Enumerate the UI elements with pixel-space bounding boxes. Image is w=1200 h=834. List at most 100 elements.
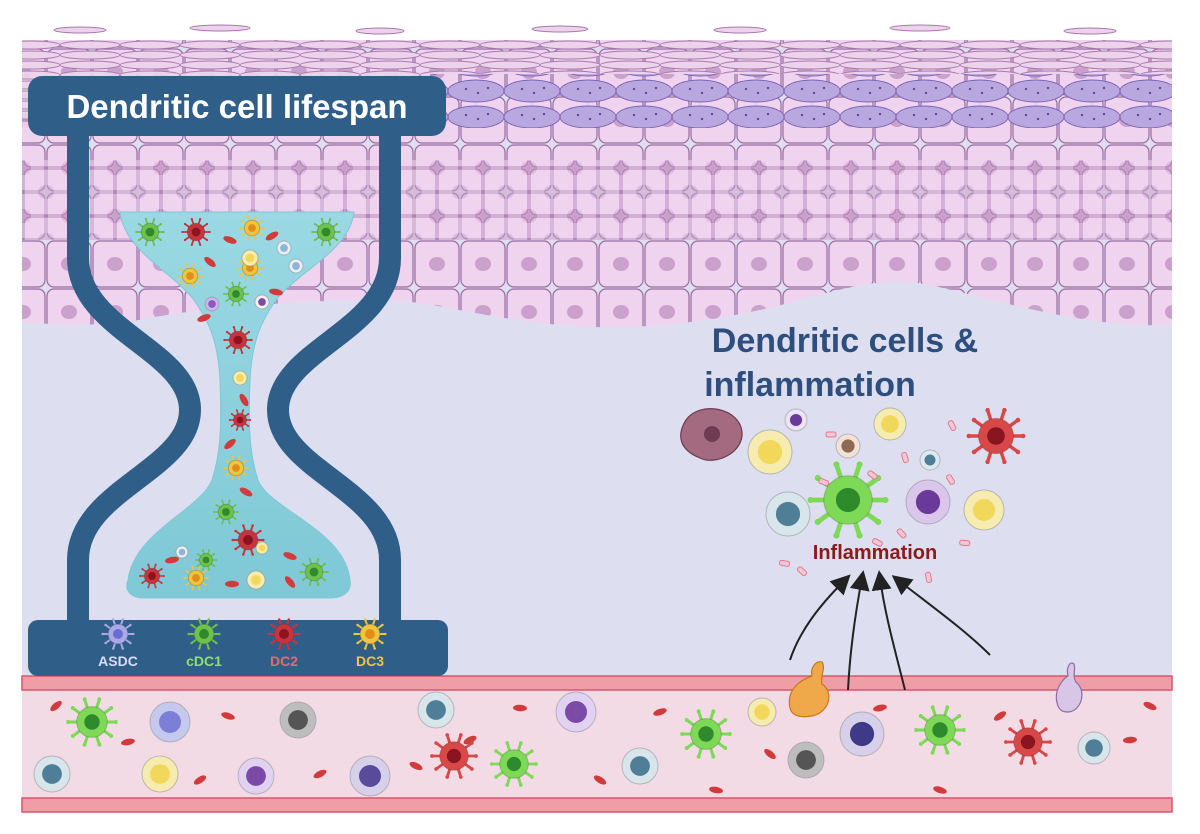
cytokine-particle [946, 474, 956, 485]
mast-cell [765, 491, 811, 537]
hourglass-cells [135, 215, 341, 591]
hourglass-dc-dc2 [228, 409, 252, 431]
legend-asdc-cell [101, 618, 135, 650]
red-blood-cell [1123, 736, 1137, 744]
title-banner [28, 76, 446, 136]
hourglass-dc-dc3 [223, 455, 249, 481]
red-blood-cell [239, 393, 249, 407]
red-blood-cell [224, 438, 236, 450]
circulating-immune-cells [33, 691, 1111, 797]
red-blood-cell [269, 288, 283, 296]
vessel-mast-cell [621, 747, 659, 785]
blood-vessel [21, 675, 1173, 813]
cell-transmigrating [1055, 662, 1083, 713]
vessel-plasma-cell [349, 755, 391, 797]
red-blood-cell [283, 552, 297, 560]
cdc1-activated [807, 461, 889, 539]
hourglass-dc-cdc1 [213, 499, 239, 525]
eosinophil [835, 433, 861, 459]
legend-dc3-cell [353, 618, 387, 650]
red-blood-cell [223, 236, 237, 244]
cytokine-particle [924, 571, 933, 583]
red-blood-cell [1143, 701, 1157, 711]
cytokine-particle [871, 538, 883, 547]
hourglass-leukocyte [288, 258, 304, 274]
skin-flakes [53, 24, 1117, 35]
hourglass-frame [67, 111, 401, 651]
cytokine-particle [947, 420, 957, 431]
extravasating-cells [788, 661, 1083, 718]
red-blood-cell [197, 314, 211, 322]
red-blood-cell [593, 775, 607, 785]
cytokine-particle [959, 539, 971, 547]
red-blood-cell [993, 711, 1007, 721]
hourglass-leukocyte [255, 541, 269, 555]
cytokine-particle [896, 528, 907, 539]
legend-dc2-cell [267, 618, 301, 650]
red-blood-cell [873, 704, 887, 712]
dc3-cell [873, 407, 907, 441]
hourglass-dc-cdc1 [299, 557, 329, 587]
cytokine-particle [796, 566, 808, 577]
red-blood-cell [463, 735, 477, 745]
vessel-cdc1 [914, 705, 966, 755]
hourglass-dc-dc2 [223, 325, 253, 355]
red-blood-cell [239, 487, 253, 497]
vessel-neutrophil [237, 757, 275, 795]
hourglass-leukocyte [254, 294, 270, 310]
vessel-cdc1 [490, 741, 538, 787]
vessel-dc2 [430, 733, 478, 779]
red-blood-cell [204, 256, 216, 268]
vessel-plasma-cell [839, 711, 885, 757]
dc3-cell [963, 489, 1005, 531]
neutrophil [905, 479, 951, 525]
legend-cdc1-label: cDC1 [186, 653, 222, 669]
hourglass-leukocyte [204, 296, 220, 312]
red-blood-cell [933, 786, 947, 794]
hourglass-leukocyte [175, 545, 189, 559]
red-blood-cell [409, 761, 423, 771]
hourglass-leukocyte [232, 370, 248, 386]
red-blood-cell [313, 769, 327, 779]
vessel-dc2 [1004, 719, 1052, 765]
vessel-monocyte [787, 741, 825, 779]
hourglass-leukocyte [246, 570, 266, 590]
red-blood-cell [284, 576, 296, 588]
hourglass-dc-cdc1 [194, 549, 218, 571]
vessel-asdc [149, 701, 191, 743]
diagram-title: Dendritic cell lifespan [66, 88, 407, 125]
cytokine-particle [901, 451, 909, 464]
stratum-granulosum [430, 74, 1172, 128]
vessel-dc3 [141, 755, 179, 793]
legend-cdc1-cell [187, 618, 221, 650]
cytokine-particle [818, 478, 830, 487]
inflammation-heading-line1: Dendritic cells & [712, 322, 978, 360]
vessel-mast-cell [1077, 731, 1111, 765]
red-blood-cell [513, 704, 527, 712]
inflammation-label: Inflammation [813, 542, 937, 564]
hourglass-dc-dc2 [181, 217, 211, 247]
red-blood-cell [225, 580, 239, 588]
vessel-neutrophil [555, 691, 597, 733]
dc2-activated [966, 407, 1026, 465]
cytokine-particle [778, 559, 791, 567]
hourglass-leukocyte [276, 240, 292, 256]
hourglass-dc-cdc1 [223, 281, 249, 307]
cytokine-particle [825, 431, 837, 438]
legend-dc3-label: DC3 [356, 653, 384, 669]
lymphocyte [919, 449, 941, 471]
hourglass-dc-dc2 [139, 563, 165, 589]
stratum-corneum [22, 40, 1172, 74]
hourglass-dc-dc3 [177, 263, 203, 289]
hourglass-dc-dc3 [183, 565, 209, 591]
vessel-cdc1 [680, 709, 732, 759]
legend-dc2-label: DC2 [270, 653, 298, 669]
basophil [784, 408, 808, 432]
red-blood-cell [193, 775, 207, 785]
red-blood-cell [653, 708, 667, 716]
dc3-cell [747, 429, 793, 475]
hourglass-dc-cdc1 [311, 217, 341, 247]
